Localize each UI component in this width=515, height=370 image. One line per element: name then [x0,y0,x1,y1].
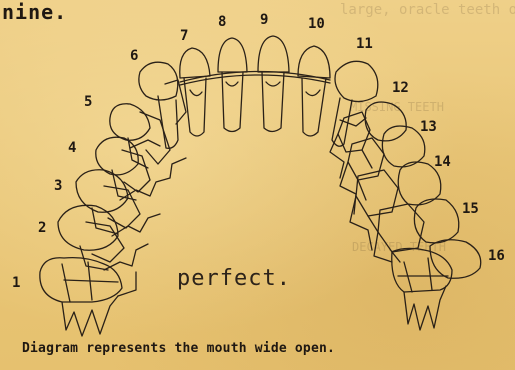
tooth-10 [298,46,330,136]
tooth-number-6: 6 [130,48,138,64]
tooth-number-8: 8 [218,14,226,30]
tooth-14 [356,162,441,232]
tooth-3 [76,170,140,234]
tooth-1 [40,258,122,336]
tooth-numbers: 1 2 3 4 5 6 7 8 9 10 11 12 13 14 15 16 [12,12,505,291]
tooth-16 [392,240,481,330]
diagram-caption: Diagram represents the mouth wide open. [22,341,335,356]
tooth-number-15: 15 [462,201,479,217]
tooth-15 [378,199,459,262]
tooth-8 [218,38,247,132]
tooth-number-7: 7 [180,28,188,44]
tooth-number-13: 13 [420,119,437,135]
tooth-number-5: 5 [84,94,92,110]
tooth-6 [139,62,186,148]
tooth-13 [348,126,425,200]
tooth-number-11: 11 [356,36,373,52]
tooth-7 [180,48,210,136]
tooth-4 [96,137,150,200]
tooth-number-2: 2 [38,220,46,236]
tooth-number-3: 3 [54,178,62,194]
tooth-number-16: 16 [488,248,505,264]
tooth-number-10: 10 [308,16,325,32]
tooth-number-9: 9 [260,12,268,28]
center-label: perfect. [177,266,291,291]
tooth-number-12: 12 [392,80,409,96]
tooth-number-14: 14 [434,154,451,170]
tooth-9 [258,36,289,132]
tooth-number-4: 4 [68,140,76,156]
tooth-number-1: 1 [12,275,20,291]
